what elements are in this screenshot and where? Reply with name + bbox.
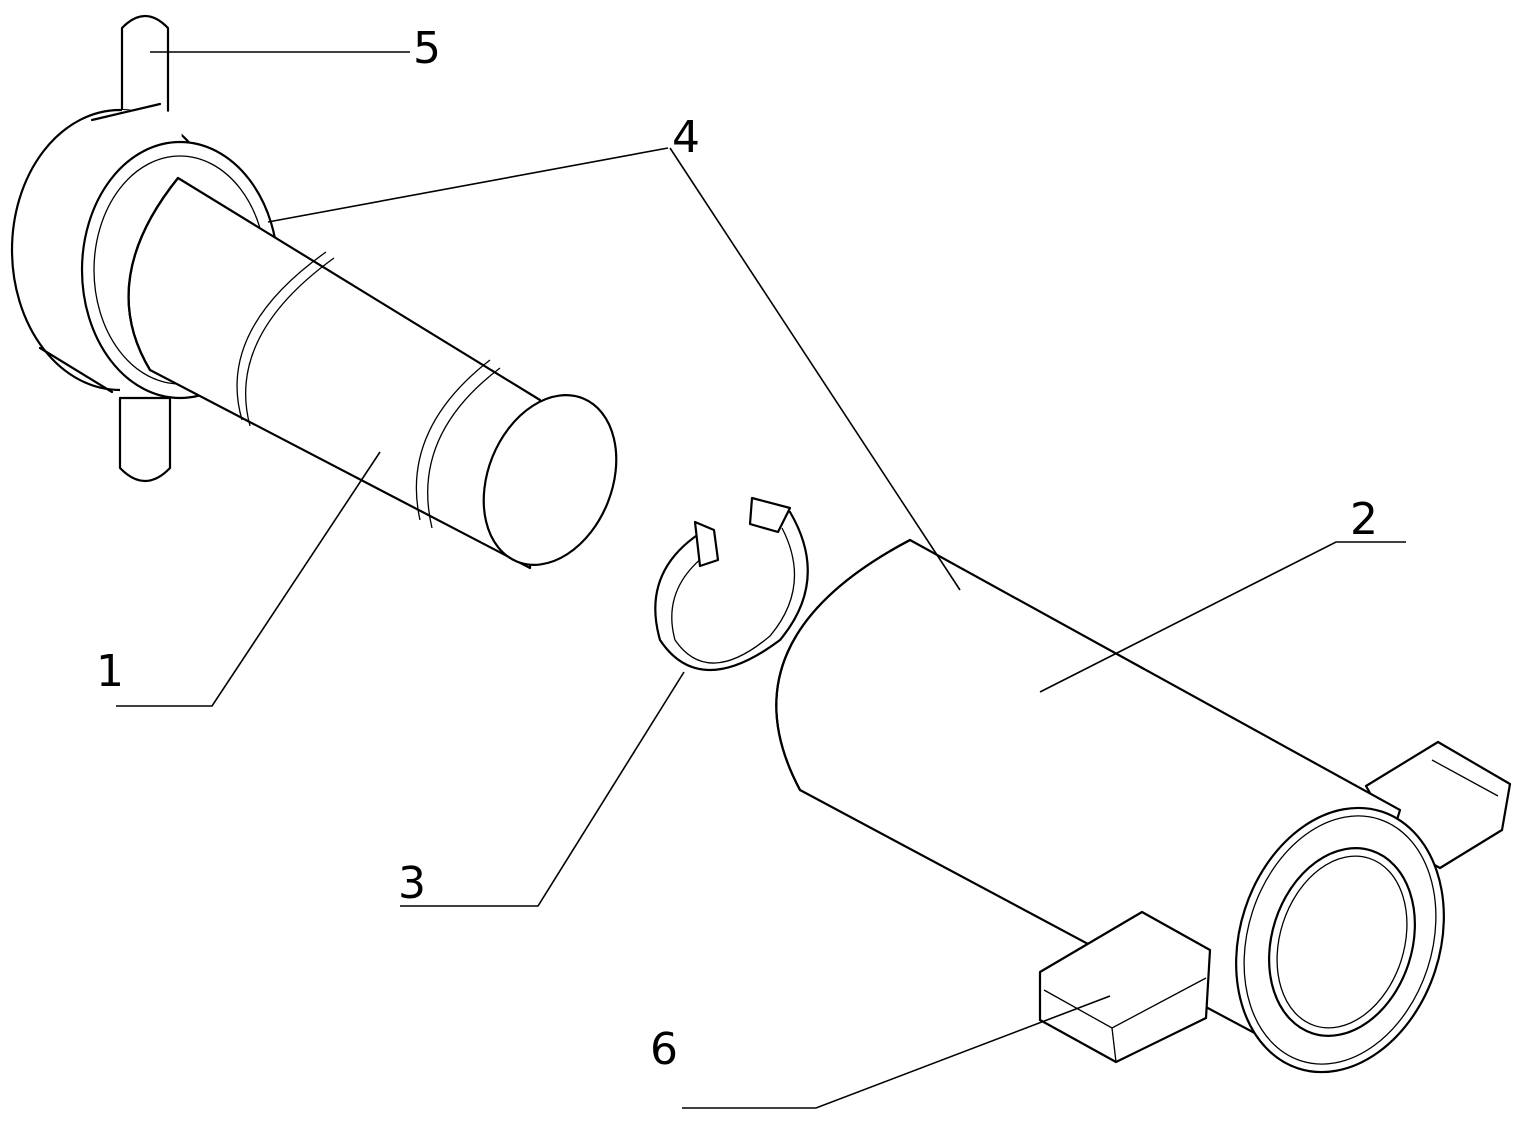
- retaining-ring: [654, 496, 809, 671]
- callouts: 5 4 1 2 3 6: [96, 23, 1378, 1075]
- shaft-taper: [127, 176, 542, 570]
- callout-4: 4: [672, 112, 700, 163]
- leader-4-sleeve: [669, 147, 961, 591]
- sleeve-bore: [1268, 847, 1416, 1037]
- leader-lines: [116, 51, 1406, 1109]
- shaft-end-face: [482, 394, 618, 566]
- callout-1: 1: [96, 646, 124, 697]
- callout-3: 3: [398, 858, 426, 909]
- shaft-assembly: [10, 14, 618, 570]
- callout-6: 6: [650, 1024, 678, 1075]
- side-key-front: [1038, 910, 1212, 1064]
- leader-4-shaft: [267, 147, 669, 223]
- cross-pin-lower: [118, 396, 172, 482]
- leader-6: [682, 995, 1111, 1109]
- leader-2: [1039, 541, 1406, 693]
- sleeve-assembly: [775, 538, 1512, 1074]
- callout-5: 5: [413, 23, 441, 74]
- leader-3: [400, 671, 685, 907]
- callout-2: 2: [1350, 494, 1378, 545]
- leader-1: [116, 451, 381, 707]
